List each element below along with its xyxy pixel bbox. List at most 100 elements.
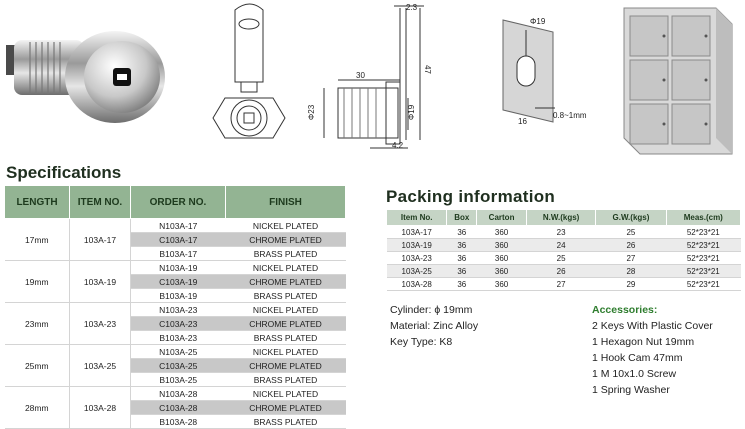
pack-box-cell: 36: [446, 238, 477, 252]
key-type-text: Key Type: K8: [390, 336, 453, 348]
pack-gw-cell: 26: [595, 238, 667, 252]
pack-meas-cell: 52*23*21: [666, 277, 741, 291]
pack-nw-cell: 26: [526, 264, 596, 278]
pack-header-box: Box: [446, 209, 478, 226]
pack-nw-cell: 27: [526, 277, 596, 291]
dim-2-3: 2.3: [406, 3, 418, 12]
pack-header-item-no: Item No.: [385, 209, 448, 226]
header-order-no: ORDER NO.: [130, 185, 226, 219]
cylinder-text: Cylinder: ϕ 19mm: [390, 304, 473, 316]
item-no-cell: 103A-28: [69, 386, 131, 429]
header-finish: FINISH: [225, 185, 346, 219]
pack-header-gw: G.W.(kgs): [595, 209, 667, 226]
pack-item-no-cell: 103A-17: [386, 225, 447, 239]
finish-cell: BRASS PLATED: [225, 330, 346, 345]
pack-nw-cell: 24: [526, 238, 596, 252]
item-no-cell: 103A-17: [69, 218, 131, 261]
pack-box-cell: 36: [446, 225, 477, 239]
order-no-cell: N103A-23: [130, 302, 226, 317]
finish-cell: BRASS PLATED: [225, 414, 346, 429]
pack-box-cell: 36: [446, 264, 477, 278]
pack-carton-cell: 360: [476, 251, 527, 265]
length-cell: 19mm: [4, 260, 70, 303]
dim-4-2: 4.2: [392, 141, 404, 150]
finish-cell: NICKEL PLATED: [225, 344, 346, 359]
item-no-cell: 103A-23: [69, 302, 131, 345]
order-no-cell: B103A-25: [130, 372, 226, 387]
panel-16: 16: [518, 117, 527, 126]
finish-cell: BRASS PLATED: [225, 246, 346, 261]
dim-23: Φ23: [307, 104, 317, 121]
pack-header-meas: Meas.(cm): [665, 209, 742, 226]
finish-cell: BRASS PLATED: [225, 372, 346, 387]
finish-cell: CHROME PLATED: [225, 358, 346, 373]
header-length: LENGTH: [4, 185, 70, 219]
pack-header-nw: N.W.(kgs): [525, 209, 597, 226]
pack-item-no-cell: 103A-19: [386, 238, 447, 252]
accessories-title: Accessories:: [592, 304, 658, 316]
pack-item-no-cell: 103A-25: [386, 264, 447, 278]
locker-cabinet-image: [623, 7, 733, 155]
finish-cell: BRASS PLATED: [225, 288, 346, 303]
order-no-cell: B103A-19: [130, 288, 226, 303]
packing-table: Item No. Box Carton N.W.(kgs) G.W.(kgs) …: [385, 209, 742, 291]
pack-item-no-cell: 103A-28: [386, 277, 447, 291]
pack-nw-cell: 25: [526, 251, 596, 265]
pack-gw-cell: 28: [595, 264, 667, 278]
length-cell: 17mm: [4, 218, 70, 261]
pack-carton-cell: 360: [476, 225, 527, 239]
order-no-cell: N103A-25: [130, 344, 226, 359]
finish-cell: CHROME PLATED: [225, 232, 346, 247]
header-item-no: ITEM NO.: [69, 185, 131, 219]
pack-gw-cell: 29: [595, 277, 667, 291]
accessory-item: 1 Hexagon Nut 19mm: [592, 336, 695, 348]
pack-carton-cell: 360: [476, 277, 527, 291]
order-no-cell: N103A-19: [130, 260, 226, 275]
length-cell: 25mm: [4, 344, 70, 387]
dim-19: Φ19: [407, 104, 417, 121]
finish-cell: NICKEL PLATED: [225, 302, 346, 317]
material-info: Cylinder: ϕ 19mm Material: Zinc Alloy Ke…: [390, 302, 478, 350]
cam-lock-photo: [6, 31, 165, 123]
specifications-title: Specifications: [6, 163, 122, 182]
accessory-item: 2 Keys With Plastic Cover: [592, 320, 713, 332]
order-no-cell: B103A-23: [130, 330, 226, 345]
pack-box-cell: 36: [446, 251, 477, 265]
finish-cell: NICKEL PLATED: [225, 386, 346, 401]
pack-meas-cell: 52*23*21: [666, 225, 741, 239]
accessories-list: Accessories: 2 Keys With Plastic Cover 1…: [592, 302, 713, 398]
pack-nw-cell: 23: [526, 225, 596, 239]
accessory-item: 1 M 10x1.0 Screw: [592, 368, 677, 380]
pack-carton-cell: 360: [476, 238, 527, 252]
pack-gw-cell: 27: [595, 251, 667, 265]
pack-meas-cell: 52*23*21: [666, 251, 741, 265]
pack-meas-cell: 52*23*21: [666, 238, 741, 252]
pack-box-cell: 36: [446, 277, 477, 291]
finish-cell: CHROME PLATED: [225, 400, 346, 415]
length-cell: 23mm: [4, 302, 70, 345]
material-text: Material: Zinc Alloy: [390, 320, 479, 332]
dim-47: 47: [422, 65, 432, 74]
pack-meas-cell: 52*23*21: [666, 264, 741, 278]
order-no-cell: B103A-28: [130, 414, 226, 429]
order-no-cell: C103A-28: [130, 400, 226, 415]
panel-dia: Φ19: [530, 17, 546, 26]
length-cell: 28mm: [4, 386, 70, 429]
packing-title: Packing information: [386, 187, 556, 206]
side-view-drawing: [323, 5, 424, 149]
